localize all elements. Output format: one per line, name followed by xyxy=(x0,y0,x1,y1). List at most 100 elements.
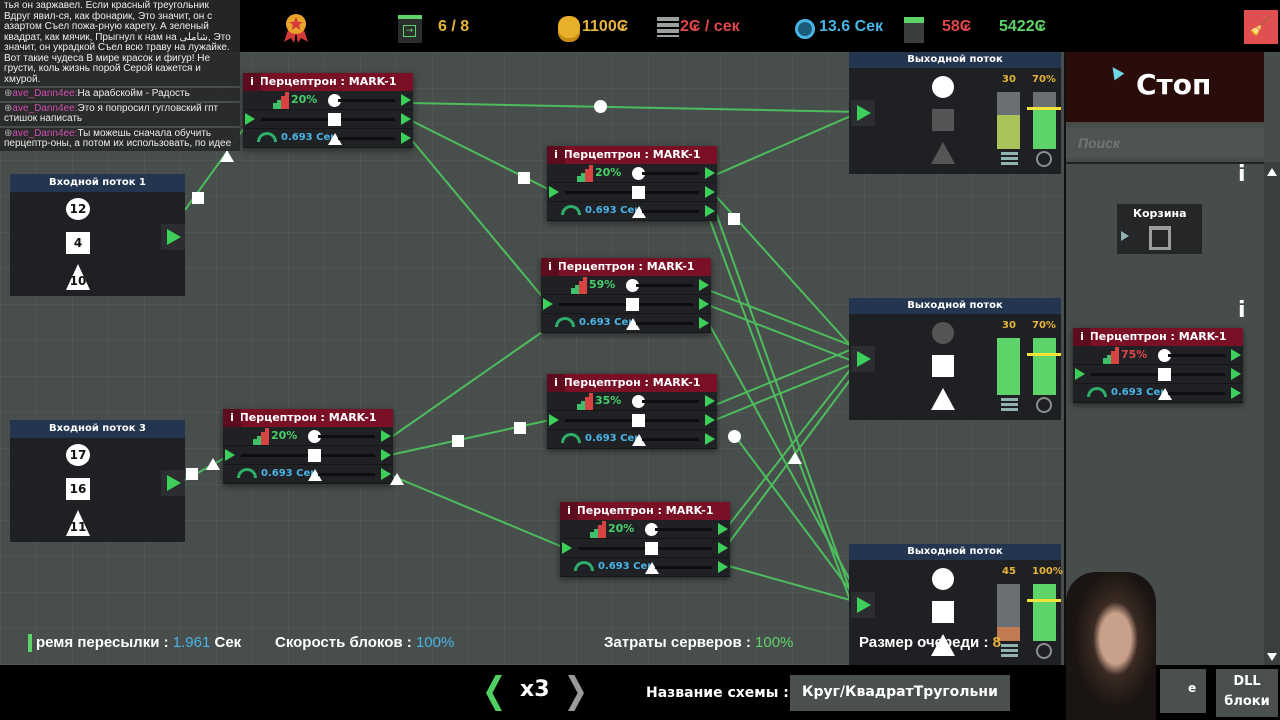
speed-decrease-button[interactable] xyxy=(486,675,502,711)
info-icon[interactable]: i xyxy=(547,374,565,392)
scrollbar[interactable] xyxy=(1264,162,1280,665)
weight-slider[interactable] xyxy=(642,400,699,403)
target-icon xyxy=(1036,643,1052,659)
scheme-name-input[interactable]: Круг/КвадратТругольни xyxy=(790,675,1010,711)
output-arrow-triangle[interactable] xyxy=(705,433,715,445)
output-arrow-triangle[interactable] xyxy=(699,317,709,329)
input-arrow[interactable] xyxy=(549,186,559,198)
output-arrow-square[interactable] xyxy=(1231,368,1241,380)
input-arrow[interactable] xyxy=(562,542,572,554)
output-arrow-circle[interactable] xyxy=(718,523,728,535)
input-stream-title: Входной поток 1 xyxy=(10,174,185,192)
output-arrow-square[interactable] xyxy=(381,449,391,461)
medal-icon xyxy=(282,12,310,43)
trash-block[interactable]: Корзина xyxy=(1117,204,1202,254)
info-icon[interactable]: i xyxy=(223,409,241,427)
signal-triangle xyxy=(788,452,802,464)
clear-broom-button[interactable]: 🧹 xyxy=(1244,10,1278,44)
output-stream-block[interactable]: Выходной поток 45 100% xyxy=(849,544,1063,666)
weight-slider[interactable] xyxy=(318,473,375,476)
output-arrow-square[interactable] xyxy=(699,298,709,310)
input-play-arrow[interactable] xyxy=(851,346,875,372)
input-stream-block[interactable]: Входной поток 3 17 16 11 xyxy=(10,420,185,542)
output-arrow-square[interactable] xyxy=(705,186,715,198)
input-play-arrow[interactable] xyxy=(851,100,875,126)
weight-slider[interactable] xyxy=(655,566,712,569)
output-arrow-circle[interactable] xyxy=(705,395,715,407)
output-arrow-circle[interactable] xyxy=(699,279,709,291)
speed-increase-button[interactable] xyxy=(568,675,584,711)
weight-slider[interactable] xyxy=(1168,392,1225,395)
count-progress-bar xyxy=(997,92,1020,149)
weight-slider[interactable] xyxy=(318,435,375,438)
scroll-up-icon[interactable] xyxy=(1267,168,1277,176)
weight-slider[interactable] xyxy=(636,284,693,287)
output-arrow-triangle[interactable] xyxy=(401,132,411,144)
weight-slider[interactable] xyxy=(642,172,699,175)
output-arrow-triangle[interactable] xyxy=(705,205,715,217)
info-icon[interactable]: i xyxy=(1238,162,1246,187)
output-arrow-circle[interactable] xyxy=(1231,349,1241,361)
info-icon[interactable]: i xyxy=(1238,298,1246,323)
output-arrow-circle[interactable] xyxy=(401,94,411,106)
chat-username: ave_Dann4ee: xyxy=(12,102,78,114)
output-arrow-circle[interactable] xyxy=(705,167,715,179)
output-stream-block[interactable]: Выходной поток 30 70% xyxy=(849,52,1061,174)
search-input[interactable] xyxy=(1066,128,1264,158)
output-stream-block[interactable]: Выходной поток 30 70% xyxy=(849,298,1061,420)
info-icon[interactable]: i xyxy=(1073,328,1091,346)
signal-triangle xyxy=(220,150,234,162)
weight-slider[interactable] xyxy=(338,137,395,140)
output-play-arrow[interactable] xyxy=(161,224,185,250)
output-arrow-triangle[interactable] xyxy=(1231,387,1241,399)
input-stream-block[interactable]: Входной поток 1 12 4 10 xyxy=(10,174,185,296)
speed-value: 100% xyxy=(415,634,455,651)
weight-slider[interactable] xyxy=(1168,354,1225,357)
output-arrow-square[interactable] xyxy=(718,542,728,554)
dll-blocks-button[interactable]: DLL блоки xyxy=(1216,669,1278,717)
output-arrow-circle[interactable] xyxy=(381,430,391,442)
input-arrow[interactable] xyxy=(549,414,559,426)
output-arrow-triangle[interactable] xyxy=(381,468,391,480)
output-arrow-square[interactable] xyxy=(705,414,715,426)
weight-slider[interactable] xyxy=(642,210,699,213)
weight-slider[interactable] xyxy=(655,528,712,531)
output-play-arrow[interactable] xyxy=(161,470,185,496)
dll-label: DLL xyxy=(1233,674,1261,689)
input-arrow[interactable] xyxy=(543,298,553,310)
input-arrow[interactable] xyxy=(225,449,235,461)
chat-text: Ты можешь сначала обучить перцептр-оны, … xyxy=(4,127,232,149)
output-arrow-triangle[interactable] xyxy=(718,561,728,573)
partial-button[interactable]: e xyxy=(1160,669,1206,713)
input-play-arrow[interactable] xyxy=(851,592,875,618)
stop-button[interactable]: Стоп xyxy=(1066,52,1264,122)
info-icon[interactable]: i xyxy=(243,73,261,91)
wire xyxy=(409,137,546,301)
info-icon[interactable]: i xyxy=(541,258,559,276)
weight-slider[interactable] xyxy=(636,322,693,325)
info-icon[interactable]: i xyxy=(547,146,565,164)
processing-time: 0.693 Сек xyxy=(579,317,636,328)
input-arrow[interactable] xyxy=(245,113,255,125)
chat-text: Это я попросил гугловский гпт стишок нап… xyxy=(4,102,219,124)
info-icon[interactable]: i xyxy=(560,502,578,520)
scroll-down-icon[interactable] xyxy=(1267,653,1277,661)
weight-slider[interactable] xyxy=(642,438,699,441)
input-arrow[interactable] xyxy=(1075,368,1085,380)
output-arrow-square[interactable] xyxy=(401,113,411,125)
weight-slider[interactable] xyxy=(338,99,395,102)
